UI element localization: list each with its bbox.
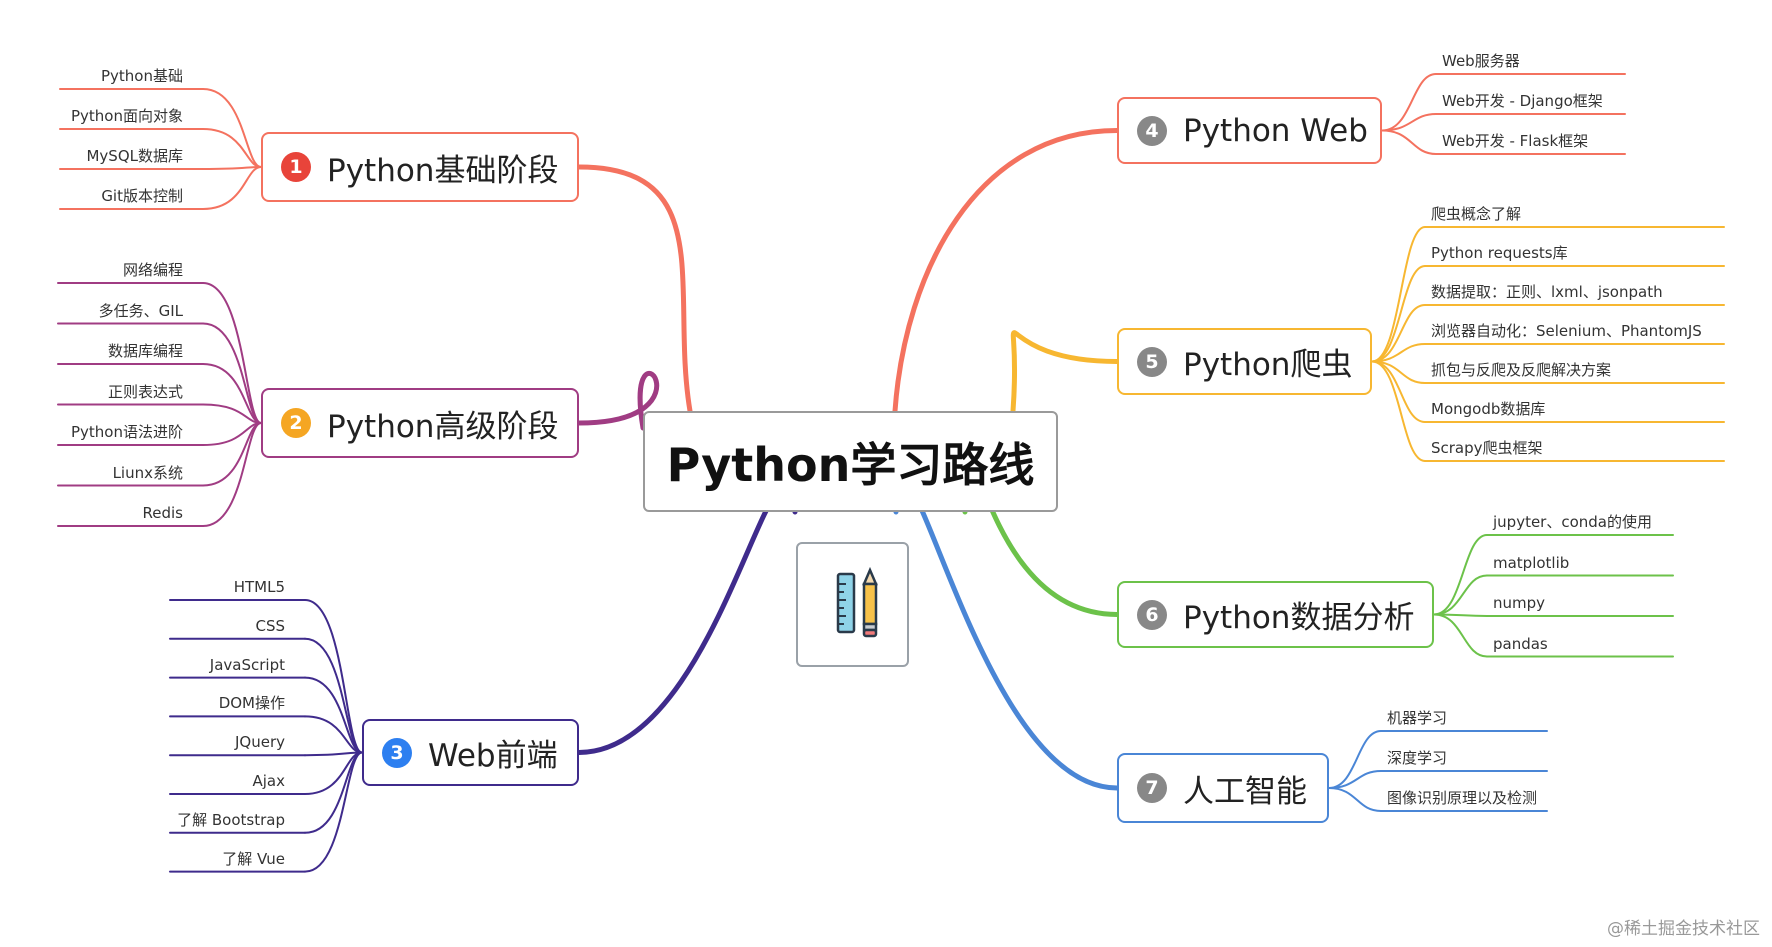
branch-number-badge: 6 bbox=[1137, 599, 1167, 630]
connector-line bbox=[576, 370, 660, 431]
root-node[interactable]: Python学习路线 bbox=[643, 411, 1058, 512]
branch-node-6[interactable]: 6 Python数据分析 bbox=[1117, 581, 1434, 648]
leaf-item[interactable]: DOM操作 bbox=[218, 694, 285, 713]
leaf-connector bbox=[304, 599, 363, 754]
leaf-connector bbox=[1371, 360, 1426, 462]
leaf-connector bbox=[1328, 730, 1382, 789]
leaf-connector bbox=[202, 128, 262, 168]
leaf-connector bbox=[1381, 113, 1437, 132]
branch-node-3[interactable]: 3 Web前端 bbox=[362, 719, 579, 786]
leaf-connector bbox=[202, 363, 262, 424]
leaf-connector bbox=[202, 88, 262, 168]
branch-number-badge: 7 bbox=[1137, 773, 1167, 803]
leaf-item[interactable]: numpy bbox=[1493, 594, 1546, 612]
leaf-connector bbox=[1371, 343, 1426, 363]
branch-title: 人工智能 bbox=[1183, 773, 1307, 810]
leaf-item[interactable]: Scrapy爬虫框架 bbox=[1431, 439, 1543, 457]
leaf-connector bbox=[1371, 265, 1426, 363]
leaf-item[interactable]: Python基础 bbox=[101, 67, 183, 85]
leaf-item[interactable]: 了解 Bootstrap bbox=[177, 810, 285, 829]
branch-number-badge: 1 bbox=[281, 152, 311, 182]
leaf-item[interactable]: 爬虫概念了解 bbox=[1431, 205, 1522, 223]
branch-node-7[interactable]: 7 人工智能 bbox=[1117, 753, 1329, 823]
leaf-item[interactable]: 机器学习 bbox=[1387, 709, 1448, 727]
leaf-connector bbox=[202, 422, 262, 527]
leaf-item[interactable]: 数据提取：正则、lxml、jsonpath bbox=[1431, 283, 1663, 301]
branch-node-4[interactable]: 4 Python Web bbox=[1117, 97, 1382, 164]
leaf-connector bbox=[304, 676, 363, 754]
leaf-connector bbox=[304, 751, 363, 873]
connector-line bbox=[893, 480, 1120, 791]
connector-line bbox=[892, 128, 1120, 414]
leaf-item[interactable]: pandas bbox=[1493, 634, 1548, 653]
leaf-item[interactable]: 网络编程 bbox=[122, 261, 183, 279]
leaf-item[interactable]: 深度学习 bbox=[1387, 749, 1448, 767]
connector-line bbox=[576, 164, 693, 414]
branch-title: Python爬虫 bbox=[1183, 347, 1353, 383]
leaf-connector bbox=[1381, 73, 1437, 132]
leaf-item[interactable]: MySQL数据库 bbox=[86, 147, 183, 165]
leaf-item[interactable]: 多任务、GIL bbox=[98, 301, 183, 320]
branch-number-badge: 3 bbox=[382, 737, 412, 768]
leaf-item[interactable]: Python面向对象 bbox=[71, 107, 183, 125]
leaf-connector bbox=[1433, 574, 1488, 616]
leaf-item[interactable]: Liunx系统 bbox=[112, 463, 183, 482]
leaf-item[interactable]: Mongodb数据库 bbox=[1431, 400, 1546, 418]
leaf-item[interactable]: JavaScript bbox=[209, 655, 285, 674]
leaf-connector bbox=[1433, 613, 1488, 658]
branch-title: Web前端 bbox=[428, 738, 558, 774]
leaf-item[interactable]: Web开发 - Django框架 bbox=[1442, 92, 1603, 110]
leaf-item[interactable]: 抓包与反爬及反爬解决方案 bbox=[1431, 361, 1612, 379]
branch-title: Python基础阶段 bbox=[327, 152, 559, 189]
leaf-connector bbox=[304, 751, 363, 757]
leaf-item[interactable]: Web开发 - Flask框架 bbox=[1442, 132, 1589, 150]
leaf-item[interactable]: jupyter、conda的使用 bbox=[1493, 513, 1652, 531]
branch-node-1[interactable]: 1 Python基础阶段 bbox=[261, 132, 579, 202]
leaf-connector bbox=[202, 166, 262, 170]
branch-title: Python Web bbox=[1183, 112, 1368, 149]
leaf-item[interactable]: Ajax bbox=[252, 772, 286, 790]
leaf-connector bbox=[304, 637, 363, 754]
leaf-connector bbox=[1371, 304, 1426, 363]
leaf-item[interactable]: HTML5 bbox=[233, 578, 285, 596]
leaf-item[interactable]: 图像识别原理以及检测 bbox=[1387, 789, 1538, 807]
branch-node-5[interactable]: 5 Python爬虫 bbox=[1117, 328, 1372, 395]
leaf-item[interactable]: 了解 Vue bbox=[222, 849, 285, 868]
leaf-item[interactable]: JQuery bbox=[234, 733, 285, 752]
leaf-item[interactable]: Python requests库 bbox=[1431, 244, 1568, 262]
branch-number-badge: 5 bbox=[1137, 346, 1167, 377]
leaf-item[interactable]: Python语法进阶 bbox=[71, 423, 183, 441]
leaf-connector bbox=[202, 166, 262, 210]
leaf-connector bbox=[1381, 129, 1437, 155]
leaf-item[interactable]: CSS bbox=[255, 616, 285, 635]
branch-node-2[interactable]: 2 Python高级阶段 bbox=[261, 388, 579, 458]
leaf-item[interactable]: Redis bbox=[142, 504, 183, 522]
leaf-connector bbox=[1328, 770, 1382, 789]
leaf-item[interactable]: Web服务器 bbox=[1442, 52, 1520, 70]
leaf-connector bbox=[202, 403, 262, 424]
leaf-item[interactable]: matplotlib bbox=[1493, 553, 1570, 572]
leaf-item[interactable]: 正则表达式 bbox=[107, 382, 183, 401]
leaf-connector bbox=[202, 282, 262, 424]
watermark: @稀土掘金技术社区 bbox=[1607, 919, 1760, 939]
branch-title: Python数据分析 bbox=[1183, 600, 1415, 636]
leaf-connector bbox=[1371, 226, 1426, 363]
leaf-connector bbox=[304, 715, 363, 754]
leaf-item[interactable]: 数据库编程 bbox=[107, 342, 183, 360]
leaf-connector bbox=[1328, 787, 1382, 812]
tools-icon bbox=[796, 542, 909, 667]
leaf-item[interactable]: 浏览器自动化：Selenium、PhantomJS bbox=[1431, 322, 1702, 340]
branch-number-badge: 4 bbox=[1137, 115, 1167, 146]
connector-line bbox=[1010, 330, 1120, 414]
connector-line bbox=[576, 485, 798, 755]
branch-title: Python高级阶段 bbox=[327, 408, 559, 445]
leaf-connector bbox=[1433, 534, 1488, 616]
leaf-item[interactable]: Git版本控制 bbox=[101, 187, 183, 205]
leaf-connector bbox=[202, 322, 262, 424]
branch-number-badge: 2 bbox=[281, 408, 311, 438]
